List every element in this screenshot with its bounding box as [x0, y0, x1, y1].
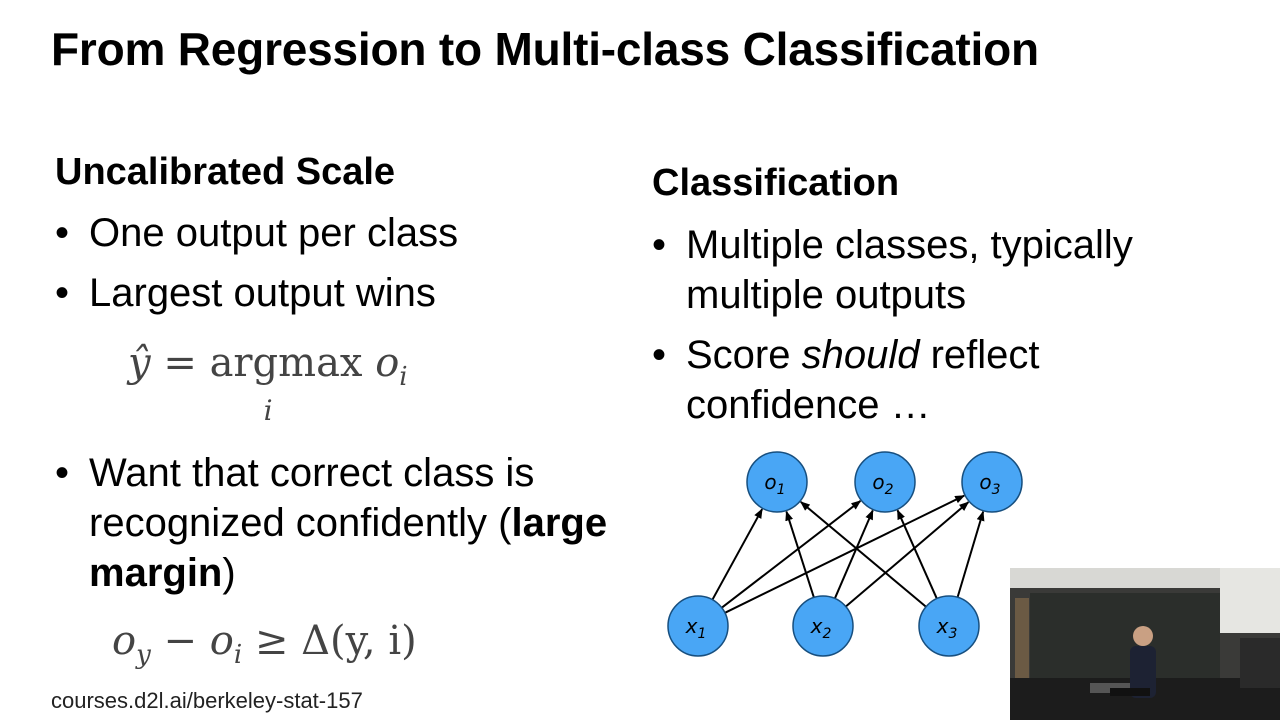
edge-x3-o2: [896, 509, 938, 599]
edge-x1-o1: [711, 508, 763, 601]
bullet-one-output: •One output per class: [55, 211, 459, 255]
network-diagram: o1 o2 o3 x1 x2 x3: [667, 451, 1023, 657]
presenter-photo: [1010, 568, 1280, 720]
edge-x2-o1: [785, 510, 815, 598]
margin-formula: oy − oi ≥ Δ(y, i): [112, 618, 417, 670]
heading-classification: Classification: [652, 162, 900, 204]
heading-uncalibrated-scale: Uncalibrated Scale: [55, 151, 396, 193]
output-node-o1: o1: [746, 451, 808, 513]
input-node-x2-circle: [792, 595, 854, 657]
course-url: courses.d2l.ai/berkeley-stat-157: [51, 688, 363, 713]
bullet-large-margin: •Want that correct class is recognized c…: [55, 451, 608, 595]
input-node-x1-label: x1: [685, 614, 707, 642]
input-node-x3: x3: [918, 595, 980, 657]
bullet-score-confidence: •Score should reflect confidence …: [652, 333, 1040, 427]
edge-x1-o2: [721, 500, 862, 609]
output-node-o3-circle: [961, 451, 1023, 513]
output-node-o1-circle: [746, 451, 808, 513]
edge-x2-o2: [833, 509, 874, 599]
left-bullets: •One output per class •Largest output wi…: [55, 208, 615, 318]
network-nodes: o1 o2 o3 x1 x2 x3: [667, 451, 1023, 657]
input-node-x2: x2: [792, 595, 854, 657]
argmax-subscript: i: [263, 394, 273, 427]
output-node-o2: o2: [854, 451, 916, 513]
output-node-o2-circle: [854, 451, 916, 513]
argmax-op: argmax: [209, 340, 363, 386]
input-node-x1-circle: [667, 595, 729, 657]
input-node-x1: x1: [667, 595, 729, 657]
edge-x3-o3: [956, 510, 985, 598]
slide-title: From Regression to Multi-class Classific…: [51, 23, 1039, 75]
bullet-largest-output: •Largest output wins: [55, 271, 436, 315]
output-node-o1-label: o1: [764, 470, 785, 498]
presenter-video: [1010, 568, 1280, 720]
input-node-x3-circle: [918, 595, 980, 657]
argmax-formula: ŷ = argmax i oi: [128, 340, 408, 427]
edge-x2-o3: [845, 501, 970, 608]
output-node-o2-label: o2: [872, 470, 893, 498]
y-hat: ŷ: [128, 340, 151, 386]
input-node-x3-label: x3: [936, 614, 958, 642]
bullet-multiple-classes: •Multiple classes, typically multiple ou…: [652, 223, 1133, 317]
edge-x3-o1: [800, 501, 927, 608]
network-edges: [711, 494, 985, 614]
right-bullets: •Multiple classes, typically multiple ou…: [652, 220, 1212, 430]
input-node-x2-label: x2: [810, 614, 832, 642]
edge-x1-o3: [724, 494, 966, 614]
output-node-o3: o3: [961, 451, 1023, 513]
output-node-o3-label: o3: [979, 470, 1000, 498]
